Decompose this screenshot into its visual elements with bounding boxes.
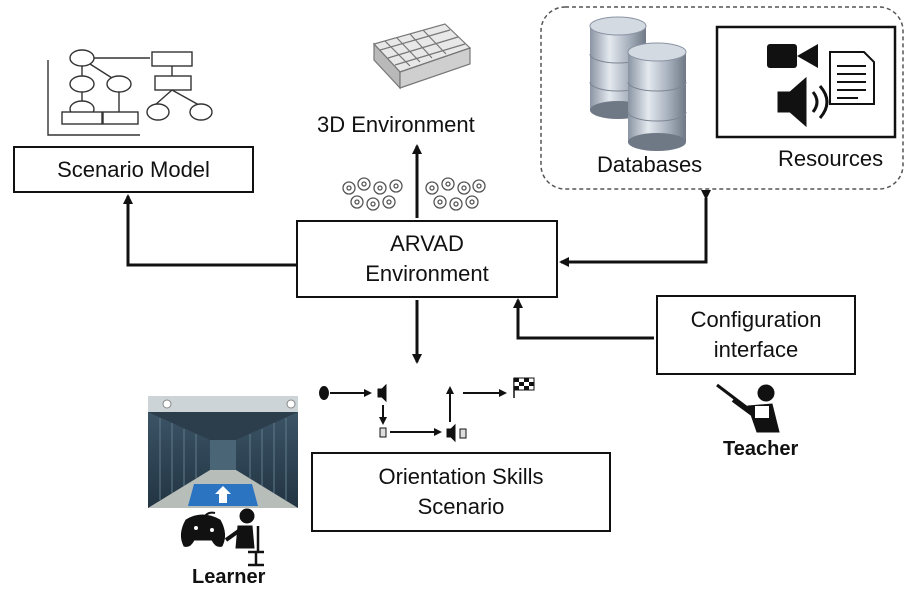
configuration-label-line2: interface — [713, 337, 799, 362]
game-screenshot — [148, 396, 298, 508]
gears-icon — [342, 177, 486, 211]
arrow-databases — [559, 190, 711, 267]
configuration-label-line1: Configuration — [690, 307, 822, 332]
orientation-label-line1: Orientation Skills — [378, 464, 544, 489]
teacher-label: Teacher — [723, 438, 799, 460]
learner-label: Learner — [192, 566, 266, 588]
arvad-label-line2: Environment — [365, 261, 489, 286]
configuration-interface-box: Configuration interface — [656, 295, 856, 375]
orientation-skills-box: Orientation Skills Scenario — [311, 452, 611, 532]
arrow-to-scenario-model — [123, 194, 296, 267]
arvad-environment-box: ARVAD Environment — [296, 220, 558, 298]
resources-group — [540, 6, 904, 190]
teacher-icon — [716, 383, 780, 433]
video-icon — [767, 44, 818, 68]
learner-gamer-icon — [180, 508, 264, 567]
arrow-from-configuration — [513, 298, 654, 340]
3d-environment-label: 3D Environment — [317, 112, 475, 137]
scenario-model-box: Scenario Model — [13, 146, 254, 193]
arvad-label-line1: ARVAD — [390, 231, 464, 256]
flowchart-icon — [47, 49, 213, 136]
orientation-label-line2: Scenario — [417, 494, 505, 519]
maze-icon — [372, 23, 472, 90]
speaker-icon — [777, 76, 829, 128]
resources-label: Resources — [778, 146, 884, 171]
document-icon — [829, 51, 875, 105]
scenario-flow-icon — [319, 383, 507, 443]
databases-label: Databases — [597, 152, 703, 177]
flag-icon — [513, 377, 535, 398]
database-icon — [589, 16, 687, 151]
scenario-model-label: Scenario Model — [57, 156, 210, 182]
